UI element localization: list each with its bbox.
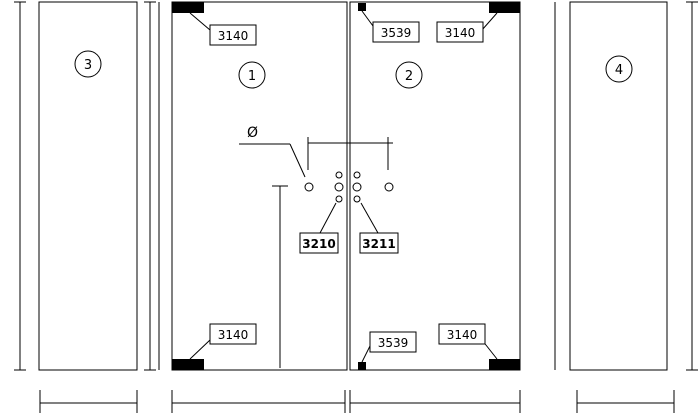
- panel-1-number: 1: [248, 69, 256, 84]
- panel-4: 4: [554, 1, 698, 371]
- hinge-top-right: [489, 2, 520, 13]
- panel-1-number-circle: [238, 61, 266, 89]
- hole-right-mid: [352, 182, 362, 192]
- hole-left-mid: [334, 182, 344, 192]
- label-box-pivot-top: [372, 21, 420, 43]
- panel-4-number: 4: [615, 63, 623, 78]
- label-box-hinge-bottom-right: [438, 323, 486, 345]
- label-box-handle-left: [299, 232, 339, 254]
- label-box-hinge-top-right: [436, 21, 484, 43]
- label-hinge-bottom-right: 3140: [447, 328, 478, 342]
- label-hinge-top-left: 3140: [218, 29, 249, 43]
- label-hinge-bottom-left: 3140: [218, 328, 249, 342]
- panel-3-number: 3: [84, 58, 92, 73]
- label-pivot-top: 3539: [381, 26, 412, 40]
- panel-3-number-circle: [74, 50, 102, 78]
- diameter-symbol: Ø: [247, 125, 258, 141]
- hole-left-outer: [304, 182, 314, 192]
- hole-left-bottom: [335, 195, 343, 203]
- label-handle-right: 3211: [362, 237, 395, 251]
- hinge-bottom-left: [172, 359, 204, 370]
- label-pivot-bottom: 3539: [378, 336, 409, 350]
- label-handle-left: 3210: [302, 237, 335, 251]
- door-leaf-1: 1: [171, 1, 348, 371]
- pivot-top: [358, 3, 366, 11]
- hole-left-top: [335, 171, 343, 179]
- width-dimensions: [39, 390, 675, 413]
- door-height-dimension: [144, 1, 160, 371]
- pivot-bottom: [358, 362, 366, 370]
- hinge-top-left: [172, 2, 204, 13]
- label-box-hinge-bottom-left: [209, 323, 257, 345]
- label-box-hinge-top-left: [209, 24, 257, 46]
- hole-right-top: [353, 171, 361, 179]
- panel-3: 3: [14, 1, 138, 371]
- hole-right-outer: [384, 182, 394, 192]
- panel-2-number: 2: [405, 69, 413, 84]
- handle-holes: Ø 3210 3211: [239, 125, 399, 368]
- panel-2-number-circle: [395, 61, 423, 89]
- hole-right-bottom: [353, 195, 361, 203]
- hinge-bottom-right: [489, 359, 520, 370]
- label-hinge-top-right: 3140: [445, 26, 476, 40]
- door-leaf-2: 2: [349, 1, 521, 371]
- panel-4-number-circle: [605, 55, 633, 83]
- callouts: 3140 3140 3539 3140 3539 3140: [189, 10, 498, 363]
- label-box-handle-right: [359, 232, 399, 254]
- label-box-pivot-bottom: [369, 331, 417, 353]
